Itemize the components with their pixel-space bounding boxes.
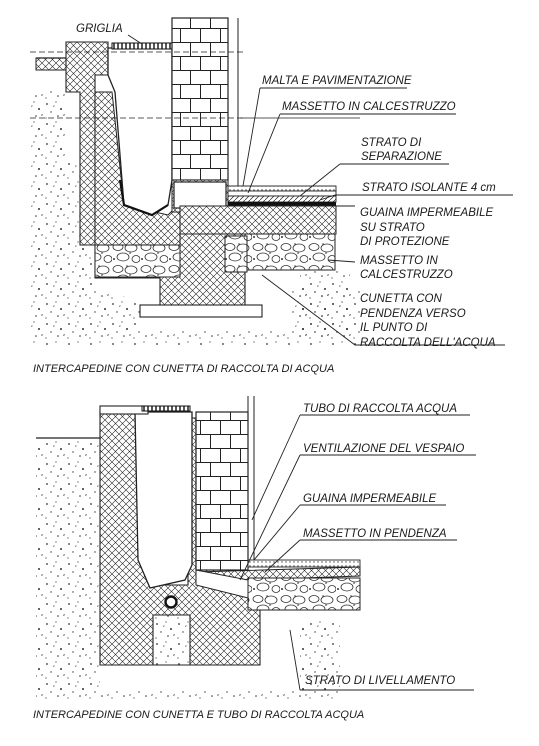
label-ventilazione: VENTILAZIONE DEL VESPAIO — [303, 443, 464, 455]
label-cunetta-4: RACCOLTA DELL'ACQUA — [360, 337, 496, 349]
insulation-layer — [227, 195, 337, 203]
label-massetto2-2: CALCESTRUZZO — [360, 269, 453, 281]
cavity-2 — [134, 411, 193, 589]
leaders-1 — [127, 34, 513, 346]
label-guaina-2: GUAINA IMPERMEABILE — [303, 493, 436, 505]
footing-1 — [139, 304, 263, 318]
caption-1: INTERCAPEDINE CON CUNETTA DI RACCOLTA DI… — [33, 363, 334, 375]
soil-fill-right — [300, 270, 350, 340]
floor-screed — [227, 190, 337, 197]
soil-fill-2 — [36, 438, 340, 700]
label-cunetta-1: CUNETTA CON — [360, 293, 442, 305]
caption-2: INTERCAPEDINE CON CUNETTA E TUBO DI RACC… — [33, 709, 364, 721]
label-guaina-3: DI PROTEZIONE — [360, 236, 450, 248]
cover-slab — [99, 405, 149, 415]
label-strato-sep-2: SEPARAZIONE — [361, 151, 442, 163]
gravel-left — [94, 244, 181, 278]
ground-surface — [35, 57, 67, 71]
label-tubo: TUBO DI RACCOLTA ACQUA — [303, 403, 457, 415]
label-livellamento: STRATO DI LIVELLAMENTO — [305, 675, 455, 687]
label-cunetta-3: IL PUNTO DI — [360, 322, 428, 334]
diagram-2: TUBO DI RACCOLTA ACQUA VENTILAZIONE DEL … — [33, 396, 476, 721]
label-massetto-cls: MASSETTO IN CALCESTRUZZO — [282, 101, 456, 113]
label-massetto-pendenza: MASSETTO IN PENDENZA — [303, 528, 447, 540]
label-strato-sep-1: STRATO DI — [361, 137, 422, 149]
brick-wall-2 — [195, 411, 249, 571]
label-guaina-1: GUAINA IMPERMEABILE — [360, 207, 493, 219]
waterproof-membrane — [228, 202, 336, 206]
slab-concrete — [179, 205, 337, 235]
brick-wall — [171, 17, 229, 181]
label-massetto2-1: MASSETTO IN — [360, 255, 438, 267]
drain-pipe — [164, 595, 178, 609]
diagram-1: GRIGLIA MALTA E PAVIMENTAZIONE MASSETTO … — [30, 17, 513, 375]
leaders-2 — [239, 414, 476, 691]
label-griglia: GRIGLIA — [76, 23, 123, 35]
floor-slab-2 — [247, 559, 361, 568]
label-guaina-2: SU STRATO — [360, 222, 425, 234]
label-isolante: STRATO ISOLANTE 4 cm — [362, 182, 496, 194]
label-cunetta-2: PENDENZA VERSO — [360, 308, 466, 320]
label-malta: MALTA E PAVIMENTAZIONE — [262, 75, 412, 87]
floor-finish — [227, 185, 337, 192]
gravel-2 — [247, 577, 361, 611]
cunetta-line — [118, 179, 169, 217]
grate-2 — [141, 405, 191, 412]
gravel-right — [244, 233, 336, 271]
gravel-mid — [224, 235, 248, 273]
